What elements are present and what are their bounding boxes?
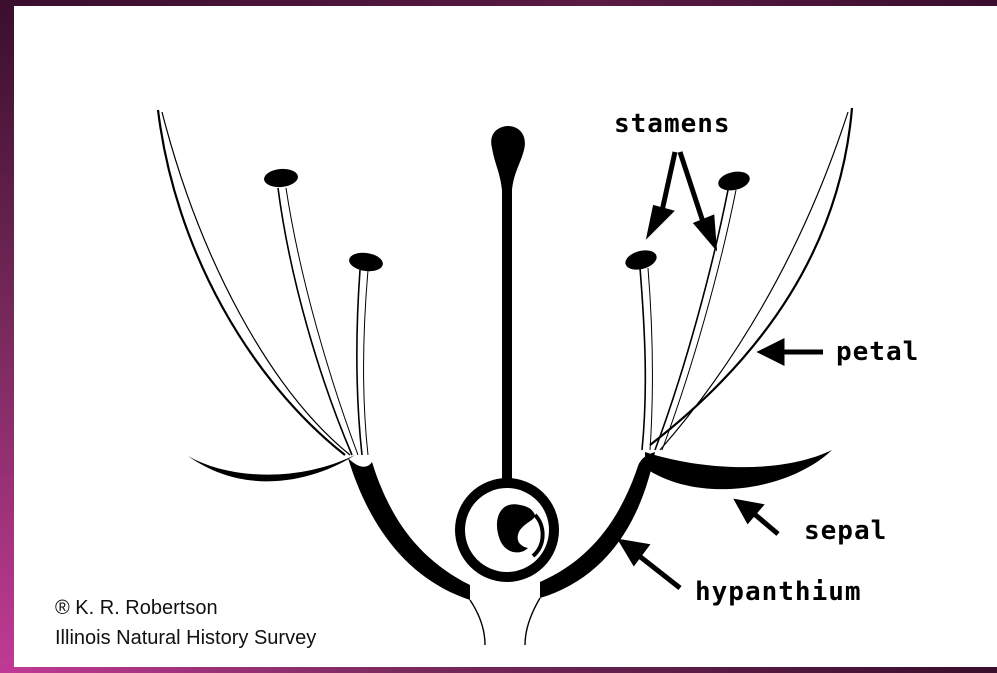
credit-institution: Illinois Natural History Survey <box>55 623 316 653</box>
hypanthium-wall-left <box>348 458 470 600</box>
sepal-left <box>188 455 355 481</box>
credit-author: ® K. R. Robertson <box>55 593 218 623</box>
label-sepal: sepal <box>804 516 887 546</box>
receptacle-stem <box>470 598 540 645</box>
sepal-right <box>645 450 832 489</box>
petal-left <box>158 110 350 455</box>
pistil-style <box>491 126 525 485</box>
label-stamens: stamens <box>614 109 731 139</box>
label-petal: petal <box>836 337 919 367</box>
pistil-ovary <box>455 478 559 582</box>
label-hypanthium: hypanthium <box>695 577 862 607</box>
